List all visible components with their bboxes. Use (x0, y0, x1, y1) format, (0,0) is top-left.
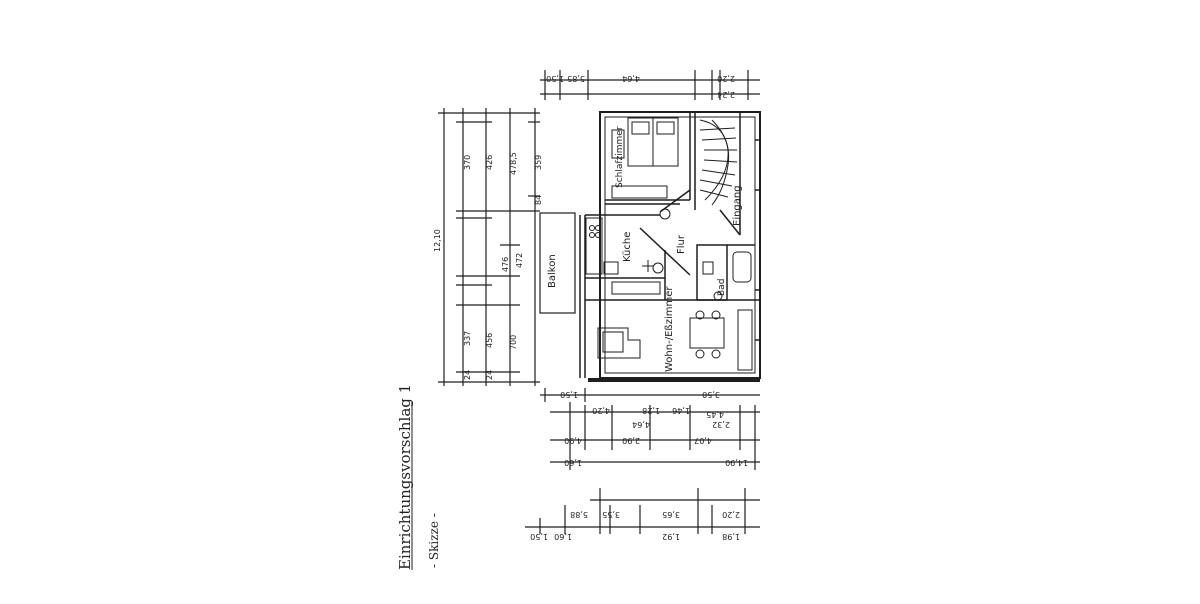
dim-b2-b: 2,32 (712, 420, 730, 429)
dim-left-f: 456 (485, 333, 494, 348)
dim-left-b: 426 (485, 155, 494, 170)
dim-b3-c: 1,60 (564, 458, 582, 467)
top-dimension-chain (540, 70, 760, 100)
dim-b3-a: 14,90 (725, 458, 748, 467)
staircase (699, 119, 738, 206)
right-edge-openings (755, 139, 760, 341)
dim-left-total: 12,10 (433, 229, 442, 252)
kitchen-units (585, 217, 654, 275)
dim-top-b: 5,85 (567, 74, 585, 83)
dim-b1-e: 3,50 (702, 390, 720, 399)
room-label-flur: Flur (676, 234, 687, 254)
dim-top-c: 4,64 (622, 74, 640, 83)
double-bed (611, 117, 679, 199)
dim-b4-a: 5,88 (570, 510, 588, 519)
balcony (539, 212, 576, 314)
dim-b4-d: 3,65 (662, 510, 680, 519)
room-label-bad: Bad (717, 279, 727, 296)
top-dimension-texts: 1,50 5,85 4,64 2,20 2,24 (546, 74, 735, 99)
dim-b4-c: 2,20 (722, 510, 740, 519)
left-dimension-texts: 12,10 370 426 478,5 359 472 476 456 337 … (433, 152, 543, 380)
drawing-subtitle: - Skizze - (427, 513, 441, 568)
left-dimension-chains (438, 108, 540, 386)
dim-left-a: 370 (463, 155, 472, 170)
dim-top-d: 2,20 (717, 74, 735, 83)
room-label-balkon: Balkon (547, 254, 558, 288)
dim-b1-d: 1,28 (642, 406, 660, 415)
room-label-schlafzimmer: Schlafzimmer (615, 126, 625, 188)
dim-left-g: 476 (501, 257, 510, 272)
dim-left-i: 700 (509, 335, 518, 350)
room-label-kueche: Küche (622, 232, 633, 262)
interior-walls (579, 112, 760, 378)
dim-b2-e: 4,07 (694, 436, 712, 445)
dim-b4-g: 1,98 (722, 532, 740, 541)
dim-b4-f: 1,92 (662, 532, 680, 541)
dim-b2-d: 2,90 (622, 436, 640, 445)
room-labels: Schlafzimmer Küche Flur Eingang Bad Wohn… (547, 126, 743, 372)
dim-b4-b: 3,55 (602, 510, 620, 519)
dim-b1-a: 1,50 (560, 390, 578, 399)
living-room-furniture (597, 281, 753, 371)
dim-left-h: 337 (463, 331, 472, 346)
room-label-eingang: Eingang (732, 185, 743, 226)
dim-top-a: 1,50 (546, 74, 564, 83)
building-walls (588, 111, 761, 382)
dim-b4-h: 1,50 (530, 532, 548, 541)
drawing-title-block: Einrichtungsvorschlag 1 - Skizze - (396, 384, 441, 570)
dim-left-c: 478,5 (509, 152, 518, 175)
bottom-dimension-chains (525, 388, 760, 534)
dim-left-k: 24 (485, 370, 494, 380)
dim-b2-a: 4,64 (632, 420, 650, 429)
dim-left-e: 472 (515, 253, 524, 268)
dim-b1-c: 1,46 (672, 406, 690, 415)
dim-b4-e: 1,60 (554, 532, 572, 541)
dim-left-d: 359 (534, 155, 543, 170)
bath-fixtures (652, 208, 752, 301)
dim-left-l: 84 (534, 195, 543, 205)
bottom-dimension-texts: 1,50 4,20 1,46 1,28 3,50 4,64 2,32 4,45 … (530, 390, 748, 541)
dim-left-j: 24 (463, 370, 472, 380)
dim-b2-c: 4,45 (706, 410, 724, 419)
dim-b3-b: 4,90 (564, 436, 582, 445)
drawing-title: Einrichtungsvorschlag 1 (396, 384, 414, 570)
dim-b1-b: 4,20 (592, 406, 610, 415)
room-label-wohn-esszimmer: Wohn-/Eßzimmer (664, 286, 675, 372)
dim-top-e: 2,24 (717, 90, 735, 99)
plan-linework (411, 70, 761, 570)
